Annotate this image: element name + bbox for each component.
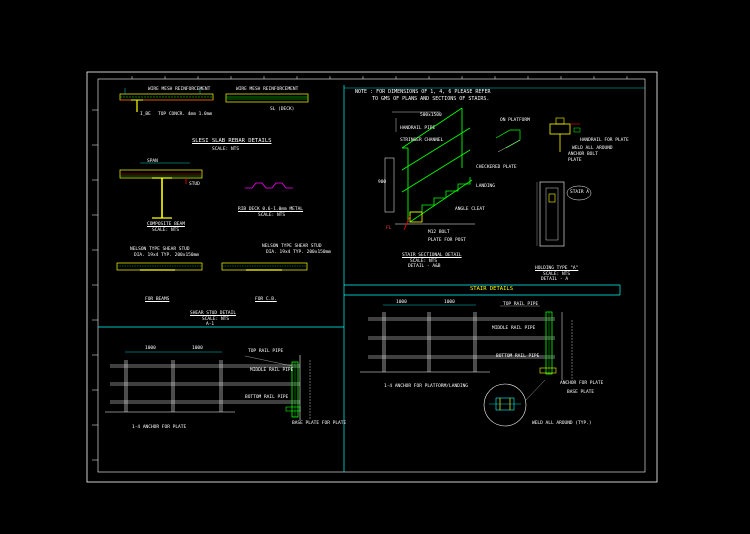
composite-sub: SCALE: NTS (152, 228, 180, 233)
deck-label-slab: SL (DECK) (270, 107, 295, 112)
stair-details-heading: STAIR DETAILS (470, 286, 514, 292)
railing-right-label-top: TOP RAIL PIPE (503, 302, 539, 307)
railing-right-post (539, 311, 573, 380)
rib-label: RIB DECK 0.6-1.0mm METAL (238, 207, 304, 212)
railing-right-label-anchor: ANCHOR FOR PLATE (560, 381, 604, 386)
deck-label-top-left: WIRE MESH REINFORCEMENT (148, 87, 211, 92)
stud-right-caption: FOR C.B. (255, 297, 277, 302)
stair-right-label-c: ANCHOR BOLT (568, 152, 598, 157)
deck-label-shear: TOP CONCR. 4mm 1.0mm (158, 112, 213, 117)
deck-label-beam: I_BE (140, 112, 151, 117)
stair-label-angle: ANGLE CLEAT (455, 207, 485, 212)
stair-label-landing: LANDING (476, 184, 495, 189)
stair-right-sub1: SCALE: NTS (543, 272, 571, 277)
stair-label-plate: PLATE FOR POST (428, 238, 466, 243)
deck-label-top-right: WIRE MESH REINFORCEMENT (236, 87, 299, 92)
railing-left-label-plate: BASE PLATE FOR PLATE (292, 421, 347, 426)
railing-left-label-top: TOP RAIL PIPE (248, 349, 284, 354)
railing-left-label-mid: MIDDLE RAIL PIPE (250, 368, 294, 373)
railing-right-label-bot: BOTTOM RAIL PIPE (496, 354, 540, 359)
railing-left-post (244, 355, 311, 420)
stair-right-title: HOLDING TYPE "A" (535, 266, 579, 271)
railing-right-dim-a: 1000 (396, 300, 407, 305)
railing-left-label-bot: BOTTOM RAIL PIPE (245, 395, 289, 400)
composite-beam-detail (119, 162, 203, 219)
stair-right-label-d: PLATE (568, 158, 582, 163)
stair-bracket-detail (549, 117, 581, 152)
stair-section-sub2: DETAIL - A&B (408, 264, 441, 269)
stud-left-caption: FOR BEAMS (145, 297, 170, 302)
stair-label-red: FL (386, 226, 392, 231)
shear-stud-right (221, 262, 308, 271)
shear-stud-sub1: SCALE: NTS (202, 317, 230, 322)
railing-right-label-floor: 1-4 ANCHOR FOR PLATFORM/LANDING (384, 384, 468, 389)
stud-right-sub: DIA. 19x4 TYP. 200x150mm (266, 250, 332, 255)
rib-deck-profile (245, 182, 293, 189)
deck-slab-left (119, 88, 214, 112)
grid-ticks-top (131, 76, 628, 79)
sheet-outer-border (86, 71, 658, 483)
shear-stud-sub2: A-1 (206, 322, 215, 327)
railing-left-dim-a: 1000 (145, 346, 156, 351)
deck-slab-right (225, 93, 309, 103)
stair-section-title: STAIR SECTIONAL DETAIL (402, 253, 462, 258)
composite-title: COMPOSITE BEAM (147, 222, 185, 227)
shear-stud-title: SHEAR STUD DETAIL (190, 311, 237, 316)
stair-right-label-top: ON PLATFORM (500, 118, 530, 123)
composite-stud-label: STUD (189, 182, 200, 187)
stair-label-tread: CHECKERED PLATE (476, 165, 517, 170)
railing-left-elevation (105, 351, 300, 413)
stair-label-bolt: M12 BOLT (428, 230, 450, 235)
railing-right-elevation (360, 304, 555, 373)
sheet-inner-border (97, 78, 646, 473)
holding-type-a-detail (536, 181, 592, 247)
stud-left-title: NELSON TYPE SHEAR STUD (130, 247, 190, 252)
stair-label-handrail: HANDRAIL PIPE (400, 126, 436, 131)
railing-left-dim-b: 1000 (192, 346, 203, 351)
deck-title: SLESI SLAB REBAR DETAILS (192, 138, 272, 144)
railing-right-label-plate: BASE PLATE (567, 390, 595, 395)
section-dividers (98, 85, 645, 472)
railing-left-label-base: 1-4 ANCHOR FOR PLATE (132, 425, 187, 430)
shear-stud-left (116, 262, 203, 271)
note-line-1: NOTE : FOR DIMENSIONS OF 1, 4, 6 PLEASE … (355, 89, 491, 95)
rib-sub: SCALE: NTS (258, 213, 286, 218)
stair-platform-detail (495, 129, 521, 153)
stair-dim-900: 900 (378, 180, 387, 185)
stair-right-label-b: WELD ALL AROUND (572, 146, 613, 151)
note-line-2: TO GMS OF PLANS AND SECTIONS OF STAIRS. (372, 96, 490, 102)
stair-section-detail (384, 107, 475, 231)
railing-right-dim-b: 1000 (444, 300, 455, 305)
base-plate-callout (483, 379, 546, 427)
stair-right-sub2: DETAIL - A (541, 277, 569, 282)
deck-title-sub: SCALE: NTS (212, 147, 240, 152)
railing-right-label-weld: WELD ALL AROUND (TYP.) (532, 421, 592, 426)
composite-span-label: SPAN (147, 159, 158, 164)
grid-ticks-left (92, 109, 98, 461)
stair-label-stringer: STRINGER CHANNEL (400, 138, 444, 143)
stair-right-label-a: HANDRAIL FOR PLATE (580, 138, 629, 143)
stud-right-title: NELSON TYPE SHEAR STUD (262, 244, 322, 249)
stud-left-sub: DIA. 19x4 TYP. 200x150mm (134, 253, 200, 258)
stair-right-callout: STAIR A (570, 190, 589, 195)
railing-right-label-mid: MIDDLE RAIL PIPE (492, 326, 536, 331)
stair-dim-500: 500x1500 (420, 113, 442, 118)
stair-section-sub1: SCALE: NTS (410, 259, 438, 264)
